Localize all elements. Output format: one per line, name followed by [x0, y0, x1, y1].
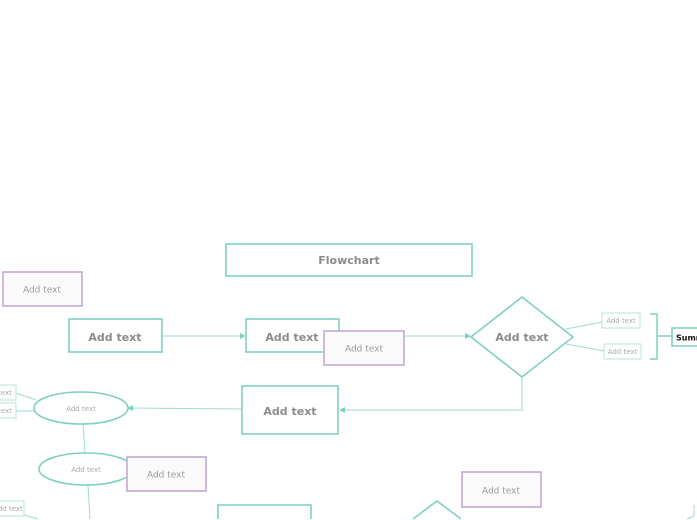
note-ellipse-2[interactable]: Add text	[126, 456, 207, 492]
node-label: Add text	[608, 348, 638, 356]
summary-bracket	[650, 313, 672, 360]
note-top-left[interactable]: Add text	[2, 271, 83, 307]
title-box[interactable]: Flowchart	[225, 243, 473, 277]
connector-right-edge	[686, 505, 695, 520]
node-label: Add text	[0, 505, 23, 513]
process-box-bottom[interactable]	[217, 504, 312, 519]
title-text: Flowchart	[318, 254, 379, 267]
node-label: Add text	[265, 331, 318, 344]
node-label: Add text	[88, 331, 141, 344]
node-label: text	[0, 389, 12, 397]
summary-box[interactable]: Summary	[671, 327, 697, 347]
process-box-3[interactable]: Add text	[241, 385, 339, 435]
decision-bottom[interactable]	[412, 500, 462, 520]
node-label: Add text	[482, 487, 521, 497]
decision-1[interactable]: Add text	[469, 295, 575, 379]
ellipse-2[interactable]: Add text	[38, 452, 134, 486]
node-label: Add text	[147, 471, 186, 481]
branch-b[interactable]: Add text	[603, 343, 642, 360]
ellipse-2-left[interactable]: Add text	[0, 500, 25, 517]
note-box-2[interactable]: Add text	[323, 330, 405, 366]
ellipse-1-left-b[interactable]: text	[0, 402, 17, 419]
node-label: Summary	[676, 334, 697, 343]
node-label: Add text	[23, 286, 62, 296]
note-bottom[interactable]: Add text	[461, 471, 542, 508]
connectors	[15, 313, 672, 520]
process-box-1[interactable]: Add text	[68, 318, 163, 353]
node-label: Add text	[71, 466, 101, 474]
branch-a[interactable]: Add text	[601, 312, 641, 329]
ellipse-1-left-a[interactable]: text	[0, 384, 17, 401]
node-label: Add text	[345, 345, 384, 355]
node-label: Add text	[606, 317, 636, 325]
ellipse-1[interactable]: Add text	[33, 391, 129, 425]
node-label: text	[0, 407, 12, 415]
node-label: Add text	[495, 331, 548, 344]
node-label: Add text	[263, 405, 316, 418]
node-label: Add text	[66, 405, 96, 413]
